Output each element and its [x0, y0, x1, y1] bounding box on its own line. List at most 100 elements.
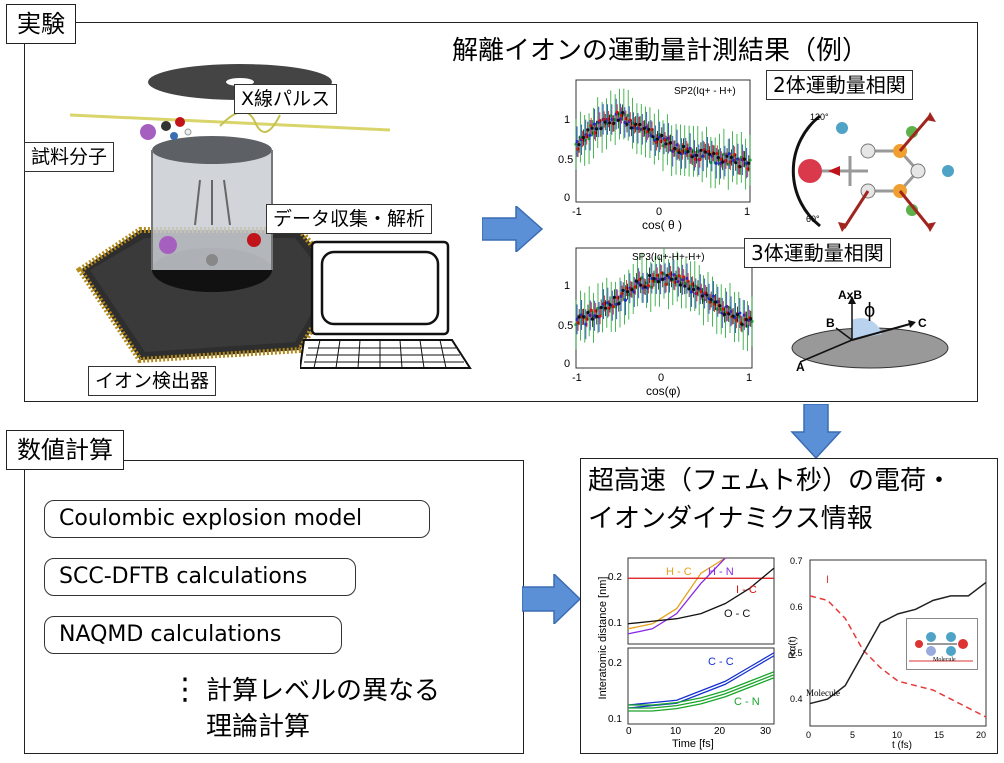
data-point — [586, 311, 590, 315]
data-point — [599, 305, 603, 310]
ellipsis-icon: ⋮ — [170, 672, 200, 707]
data-point — [674, 277, 678, 281]
data-point — [646, 283, 651, 288]
plot-frame — [809, 559, 987, 727]
data-point — [599, 126, 603, 131]
data-point — [603, 306, 608, 310]
plot-r-alpha-ytick-2: 0.6 — [790, 602, 803, 612]
plot-r-alpha-ytick-4: 0.4 — [790, 694, 803, 704]
data-point — [678, 283, 682, 287]
data-point — [713, 300, 718, 304]
series-line — [628, 677, 775, 712]
data-point — [705, 293, 709, 297]
data-point — [655, 137, 660, 141]
plot-three-body-label: SP3(Iq+-H+-H+) — [632, 252, 705, 263]
series-label-h-c: H - C — [666, 566, 692, 578]
data-point — [721, 160, 725, 164]
data-point — [625, 289, 630, 294]
data-point — [608, 302, 612, 307]
data-point — [664, 282, 668, 286]
data-point — [629, 126, 633, 130]
experiment-tag: 実験 — [6, 4, 76, 44]
data-point — [634, 122, 638, 126]
data-point — [621, 110, 625, 115]
data-point — [630, 288, 634, 292]
data-point — [590, 317, 594, 321]
vector-a-label: A — [796, 360, 805, 374]
daq-label: データ収集・解析 — [266, 204, 433, 234]
data-point — [577, 142, 581, 147]
plot-two-body-label: SP2(Iq+ - H+) — [674, 86, 736, 97]
data-point — [683, 284, 687, 288]
computation-tag: 数値計算 — [6, 430, 124, 470]
data-point — [748, 158, 752, 162]
plot-two-body-ytick-2: 0.5 — [558, 154, 574, 166]
series-label-c-n: C - N — [734, 696, 760, 708]
data-point — [698, 157, 702, 162]
apparatus-illustration — [70, 64, 391, 364]
plot-interatomic-top-ytick-1: 0.2 — [608, 572, 622, 583]
inset-molecule-svg — [909, 632, 973, 662]
data-point — [661, 277, 665, 281]
vector-axb-label: AxB — [838, 288, 863, 302]
plot-two-body-xtick-3: 1 — [744, 206, 751, 218]
data-point — [625, 122, 629, 126]
computer-icon — [300, 240, 472, 369]
plot-three-body-svg — [574, 247, 754, 369]
data-point — [712, 151, 716, 156]
plot-interatomic-ylabel: Interatomic distance [nm] — [597, 576, 609, 700]
data-point — [616, 118, 620, 122]
plot-interatomic-xlabel: Time [fs] — [672, 738, 714, 750]
series-label-molecule: Molecule — [806, 688, 840, 698]
series-line — [628, 671, 775, 706]
computation-note-line2: 理論計算 — [206, 712, 311, 742]
data-point — [639, 283, 643, 287]
plot-two-body-ytick-1: 1 — [564, 114, 571, 126]
data-point — [734, 161, 738, 165]
data-point — [603, 120, 607, 124]
data-point — [691, 287, 696, 292]
data-point — [581, 135, 586, 140]
plot-interatomic-bottom-ytick-1: 0.2 — [608, 658, 622, 669]
data-point — [586, 128, 590, 132]
data-point — [660, 133, 664, 138]
plot-three-body-ytick-2: 0.5 — [558, 320, 574, 332]
data-point — [686, 150, 690, 154]
data-point — [617, 302, 621, 306]
series-line — [627, 557, 726, 630]
data-point — [735, 312, 740, 317]
sample-label: 試料分子 — [24, 142, 115, 172]
plot-three-body-xtick-3: 1 — [746, 372, 753, 384]
data-point — [607, 121, 612, 125]
data-point — [727, 312, 731, 316]
data-point — [665, 273, 669, 277]
data-point — [716, 155, 720, 160]
data-point — [677, 274, 681, 278]
data-point — [612, 295, 616, 299]
data-point — [714, 161, 718, 165]
data-point — [643, 285, 647, 289]
plot-r-alpha: Rα(t) t (fs) 0.7 0.6 0.5 0.4 0 5 10 15 2… — [782, 552, 994, 754]
data-point — [738, 165, 742, 169]
data-point — [656, 279, 660, 284]
arrow-right-icon — [482, 206, 544, 252]
vector-b-label: B — [826, 316, 835, 330]
plot-three-body-xtick-1: -1 — [572, 372, 582, 384]
data-point — [722, 312, 726, 317]
molecule-diagram — [791, 112, 954, 232]
result-title-line2: イオンダイナミクス情報 — [588, 504, 873, 534]
three-body-label: 3体運動量相関 — [744, 238, 891, 268]
data-point — [729, 155, 733, 160]
arrow-right-icon-2 — [522, 574, 582, 624]
result-title-line1: 超高速（フェムト秒）の電荷・ — [588, 466, 953, 496]
data-point — [681, 144, 686, 149]
data-point — [647, 127, 651, 132]
plot-three-body-xlabel: cos(φ) — [646, 384, 681, 398]
series-line — [627, 567, 775, 625]
data-point — [709, 297, 713, 302]
plot-interatomic-top-ytick-2: 0.1 — [608, 618, 622, 629]
arrow-down-icon — [790, 404, 842, 460]
plot-two-body-svg — [574, 79, 752, 203]
method-naqmd: NAQMD calculations — [44, 616, 342, 654]
method-scc-dftb: SCC-DFTB calculations — [44, 558, 356, 596]
